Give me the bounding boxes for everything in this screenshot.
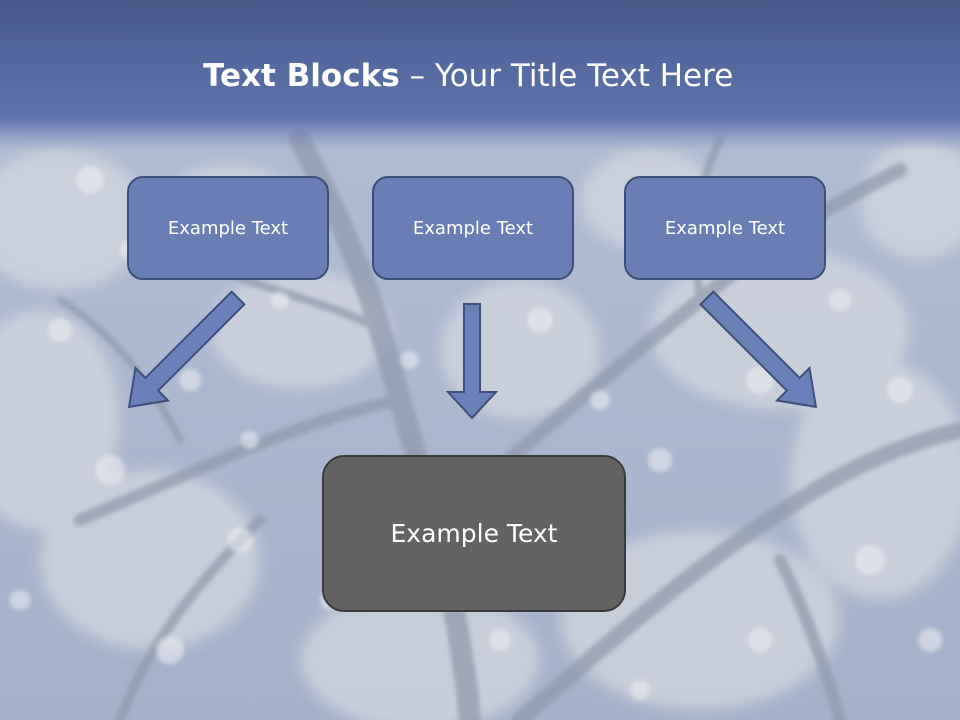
text-block-3: Example Text <box>624 176 826 280</box>
text-block-3-label: Example Text <box>664 217 786 239</box>
text-block-bottom: Example Text <box>322 455 626 612</box>
text-block-1: Example Text <box>127 176 329 280</box>
title-dash: – <box>399 58 435 94</box>
text-block-2: Example Text <box>372 176 574 280</box>
title-bold: Text Blocks <box>203 58 400 94</box>
slide-title: Text Blocks – Your Title Text Here <box>203 54 733 98</box>
text-block-1-label: Example Text <box>167 217 289 239</box>
text-block-2-label: Example Text <box>412 217 534 239</box>
text-block-bottom-label: Example Text <box>390 519 558 548</box>
title-bar <box>0 0 960 150</box>
title-rest: Your Title Text Here <box>434 58 734 94</box>
